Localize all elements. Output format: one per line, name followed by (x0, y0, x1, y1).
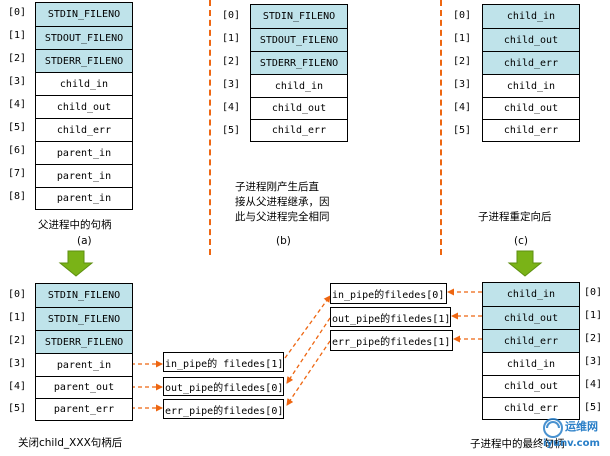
fd-cell: STDIN_FILENO (36, 284, 132, 307)
separator-dashed-line (209, 0, 211, 255)
index-label: [5] (453, 125, 472, 136)
pipe-box: out_pipe的filedes[1] (330, 307, 451, 327)
pipe-box: in_pipe的filedes[0] (330, 283, 447, 304)
fd-cell: child_err (483, 51, 579, 74)
index-label: [5] (222, 125, 241, 136)
green-down-arrow-icon (58, 250, 94, 277)
fd-cell: STDIN_FILENO (36, 307, 132, 330)
index-label: [1] (8, 30, 27, 41)
index-label: [6] (8, 145, 27, 156)
index-label: [1] (453, 33, 472, 44)
fd-cell: child_out (483, 375, 579, 397)
caption-b-line: 子进程刚产生后直 (235, 181, 319, 193)
index-label: [0] (584, 287, 603, 298)
fd-cell: parent_in (36, 141, 132, 164)
fd-cell: child_in (483, 5, 579, 28)
index-label: [4] (8, 381, 27, 392)
index-label: [4] (8, 99, 27, 110)
caption-c-label: (c) (514, 235, 528, 247)
watermark-text: 运维网 (565, 420, 598, 433)
fd-cell: parent_in (36, 187, 132, 209)
pipe-box: err_pipe的filedes[0] (163, 399, 284, 419)
index-label: [1] (222, 33, 241, 44)
fd-cell: child_out (36, 95, 132, 118)
index-label: [5] (8, 403, 27, 414)
index-label: [5] (8, 122, 27, 133)
index-label: [3] (222, 79, 241, 90)
index-label: [2] (584, 333, 603, 344)
index-label: [3] (453, 79, 472, 90)
pipe-box: err_pipe的filedes[1] (330, 330, 453, 351)
fd-cell: parent_err (36, 398, 132, 420)
green-down-arrow-icon (507, 250, 543, 277)
fd-cell: child_out (251, 97, 347, 119)
fd-cell: child_err (483, 397, 579, 419)
dashed-arrow (286, 340, 331, 406)
fd-cell: child_in (251, 74, 347, 97)
fd-cell: child_err (483, 119, 579, 141)
fd-table-b: STDIN_FILENO STDOUT_FILENO STDERR_FILENO… (250, 4, 348, 142)
caption-a-label: (a) (77, 235, 92, 247)
index-label: [3] (584, 356, 603, 367)
index-label: [4] (453, 102, 472, 113)
fd-cell: STDIN_FILENO (251, 5, 347, 28)
fd-cell: STDIN_FILENO (36, 3, 132, 26)
index-label: [2] (8, 53, 27, 64)
index-label: [2] (453, 56, 472, 67)
caption-b-label: (b) (276, 235, 291, 247)
fd-cell: child_in (36, 72, 132, 95)
fd-cell: parent_in (36, 353, 132, 376)
fd-cell: child_err (251, 119, 347, 141)
index-label: [2] (222, 56, 241, 67)
fd-cell: child_in (483, 352, 579, 375)
fd-cell: STDERR_FILENO (251, 51, 347, 74)
fd-cell: child_in (483, 283, 579, 306)
fd-table-final-parent: STDIN_FILENO STDIN_FILENO STDERR_FILENO … (35, 283, 133, 421)
caption-a-title: 父进程中的句柄 (38, 219, 112, 231)
caption-c-title: 子进程重定向后 (478, 211, 552, 223)
index-label: [0] (222, 10, 241, 21)
index-label: [3] (8, 358, 27, 369)
fd-cell: STDERR_FILENO (36, 49, 132, 72)
dashed-arrow (286, 317, 331, 384)
fd-cell: child_err (36, 118, 132, 141)
index-label: [0] (453, 10, 472, 21)
caption-b-line: 接从父进程继承，因 (235, 196, 330, 208)
index-label: [4] (222, 102, 241, 113)
fd-table-c: child_in child_out child_err child_in ch… (482, 4, 580, 142)
fd-cell: child_err (483, 329, 579, 352)
fd-cell: parent_out (36, 376, 132, 398)
index-label: [3] (8, 76, 27, 87)
index-label: [4] (584, 379, 603, 390)
caption-bottom-left: 关闭child_XXX句柄后 (18, 437, 123, 449)
fd-cell: STDOUT_FILENO (36, 26, 132, 49)
pipe-box: in_pipe的 filedes[1] (163, 352, 284, 372)
index-label: [0] (8, 289, 27, 300)
caption-bottom-right: 子进程中的最终句柄 (470, 438, 565, 450)
index-label: [2] (8, 335, 27, 346)
fd-cell: STDERR_FILENO (36, 330, 132, 353)
fd-cell: STDOUT_FILENO (251, 28, 347, 51)
fd-cell: child_out (483, 97, 579, 119)
index-label: [7] (8, 168, 27, 179)
index-label: [0] (8, 7, 27, 18)
index-label: [5] (584, 402, 603, 413)
index-label: [1] (584, 310, 603, 321)
pipe-box: out_pipe的filedes[0] (163, 377, 284, 396)
fd-table-final-child: child_in child_out child_err child_in ch… (482, 282, 580, 420)
fd-cell: parent_in (36, 164, 132, 187)
index-label: [1] (8, 312, 27, 323)
index-label: [8] (8, 191, 27, 202)
watermark-text: iyunv.com (543, 438, 600, 449)
caption-b-line: 此与父进程完全相同 (235, 211, 330, 223)
fd-cell: child_out (483, 28, 579, 51)
fd-table-a: STDIN_FILENO STDOUT_FILENO STDERR_FILENO… (35, 2, 133, 210)
separator-dashed-line (440, 0, 442, 255)
dashed-arrow (284, 295, 331, 359)
fd-cell: child_out (483, 306, 579, 329)
fd-cell: child_in (483, 74, 579, 97)
